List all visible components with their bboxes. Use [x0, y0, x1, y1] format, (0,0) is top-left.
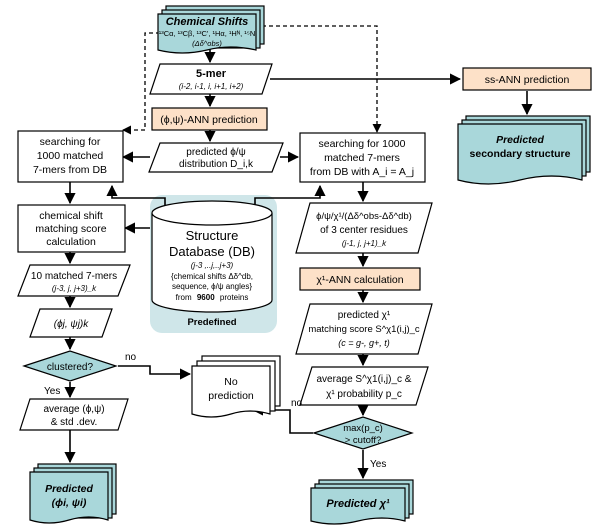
predicted-phipsi-node: Predicted (ϕi, ψi): [29, 463, 117, 524]
chi-score-line2: matching score S^χ1(i,j)_c: [308, 324, 420, 335]
clustered-label: clustered?: [47, 362, 94, 373]
edge-clustered-no: [118, 365, 192, 380]
edge-cutoff-no: [251, 404, 313, 434]
search-left-line3: 7-mers from DB: [33, 164, 107, 176]
chemical-shifts-title: Chemical Shifts: [166, 16, 249, 28]
no-prediction-line1: No: [224, 376, 238, 388]
phipsi-ann-node: (ϕ,ψ)-ANN prediction: [151, 107, 268, 131]
edge-dash-shifts-left: [122, 32, 160, 135]
no-prediction-line2: prediction: [208, 390, 254, 402]
cutoff-line1: max(p_c): [343, 423, 383, 434]
database-count-line: from 9600 proteins: [176, 293, 249, 302]
chi-params-line3: (j-1, j, j+1)_k: [342, 239, 387, 248]
chi-params-node: ϕ/ψ/χ¹/(Δδ^obs-Δδ^db) of 3 center residu…: [295, 202, 433, 254]
five-mer-node: 5-mer (i-2, i-1, i, i+1, i+2): [149, 63, 273, 95]
search-right-node: searching for 1000 matched 7-mers from D…: [299, 132, 426, 183]
database-from-suffix: proteins: [220, 293, 248, 302]
database-count: 9600: [197, 293, 215, 302]
predicted-dist-line2: distribution D_i,k: [179, 159, 254, 170]
database-detail2: sequence, ϕ/ψ angles}: [172, 282, 252, 291]
phipsi-ann-label: (ϕ,ψ)-ANN prediction: [160, 114, 258, 126]
database-predefined: Predefined: [187, 317, 236, 328]
database-title1: Structure: [186, 228, 239, 243]
predicted-chi-label: Predicted χ¹: [326, 498, 390, 510]
predicted-ss-node: Predicted secondary structure: [457, 115, 591, 185]
ten-matched-node: 10 matched 7-mers (j-3, j, j+3)_k: [17, 264, 131, 297]
ss-ann-label: ss-ANN prediction: [485, 74, 570, 86]
predicted-dist-line1: predicted ϕ/ψ: [186, 147, 245, 158]
ten-matched-line2: (j-3, j, j+3)_k: [52, 284, 97, 293]
structure-database-node: Structure Database (DB) (j-3 ,..j,..j+3)…: [151, 200, 273, 328]
database-title2: Database (DB): [169, 244, 255, 259]
average-line1: average (ϕ,ψ): [43, 404, 104, 415]
score-calc-line3: calculation: [46, 236, 96, 248]
chi-score-line3: (c = g-, g+, t): [338, 338, 390, 348]
five-mer-title: 5-mer: [196, 68, 227, 80]
search-right-line1: searching for 1000: [319, 138, 406, 150]
search-left-line1: searching for: [40, 136, 101, 148]
edge-label-cutoff-yes: Yes: [370, 459, 386, 470]
edge-dash-shifts-right: [262, 25, 382, 133]
chemical-shifts-node: Chemical Shifts ¹³Cα, ¹³Cβ, ¹³C', ¹Hα, ¹…: [157, 5, 265, 54]
edge-label-clustered-yes: Yes: [44, 386, 60, 397]
score-calc-line1: chemical shift: [39, 210, 103, 222]
predicted-ss-line1: Predicted: [496, 134, 544, 146]
chi-score-line1: predicted χ¹: [338, 310, 391, 321]
cutoff-decision: max(p_c) > cutoff?: [312, 416, 414, 450]
chi-score-node: predicted χ¹ matching score S^χ1(i,j)_c …: [295, 303, 433, 355]
database-detail1: {chemical shifts Δδ^db,: [171, 272, 253, 281]
chi-average-line2: χ¹ probability p_c: [326, 389, 402, 400]
average-node: average (ϕ,ψ) & std .dev.: [19, 398, 129, 431]
chemical-shifts-nuclei: ¹³Cα, ¹³Cβ, ¹³C', ¹Hα, ¹Hᴺ, ¹⁵N: [159, 29, 256, 38]
database-range: (j-3 ,..j,..j+3): [191, 261, 234, 270]
predicted-phipsi-line2: (ϕi, ψi): [52, 497, 87, 509]
score-calc-node: chemical shift matching score calculatio…: [17, 204, 126, 253]
predicted-dist-node: predicted ϕ/ψ distribution D_i,k: [148, 142, 284, 173]
clustered-decision: clustered?: [22, 350, 118, 382]
phipsi-k-label: (ϕj, ψj)k: [54, 319, 89, 330]
chi-average-line1: average S^χ1(i,j)_c &: [317, 374, 412, 385]
phipsi-k-node: (ϕj, ψj)k: [29, 308, 113, 338]
edge-label-cutoff-no: no: [291, 398, 303, 409]
search-right-line2: matched 7-mers: [324, 152, 400, 164]
chi-ann-label: χ¹-ANN calculation: [316, 274, 403, 286]
predicted-chi-node: Predicted χ¹: [310, 479, 414, 525]
cutoff-line2: > cutoff?: [345, 435, 382, 446]
five-mer-range: (i-2, i-1, i, i+1, i+2): [179, 82, 244, 91]
chi-average-node: average S^χ1(i,j)_c & χ¹ probability p_c: [299, 366, 429, 406]
search-right-line3: from DB with A_i = A_j: [310, 166, 414, 178]
predicted-ss-line2: secondary structure: [470, 148, 571, 160]
database-from-prefix: from: [176, 293, 192, 302]
search-left-node: searching for 1000 matched 7-mers from D…: [17, 130, 124, 183]
chemical-shifts-delta: (Δδ^obs): [192, 39, 222, 48]
score-calc-line2: matching score: [35, 223, 106, 235]
edge-label-clustered-no: no: [125, 352, 137, 363]
chi-params-line2: of 3 center residues: [320, 225, 408, 236]
chi-params-line1: ϕ/ψ/χ¹/(Δδ^obs-Δδ^db): [316, 211, 412, 222]
predicted-phipsi-line1: Predicted: [45, 483, 93, 495]
search-left-line2: 1000 matched: [37, 150, 104, 162]
ten-matched-line1: 10 matched 7-mers: [31, 271, 117, 282]
chi-ann-node: χ¹-ANN calculation: [299, 267, 421, 291]
ss-ann-node: ss-ANN prediction: [462, 67, 592, 91]
no-prediction-node: No prediction: [191, 355, 281, 418]
average-line2: & std .dev.: [51, 417, 98, 428]
